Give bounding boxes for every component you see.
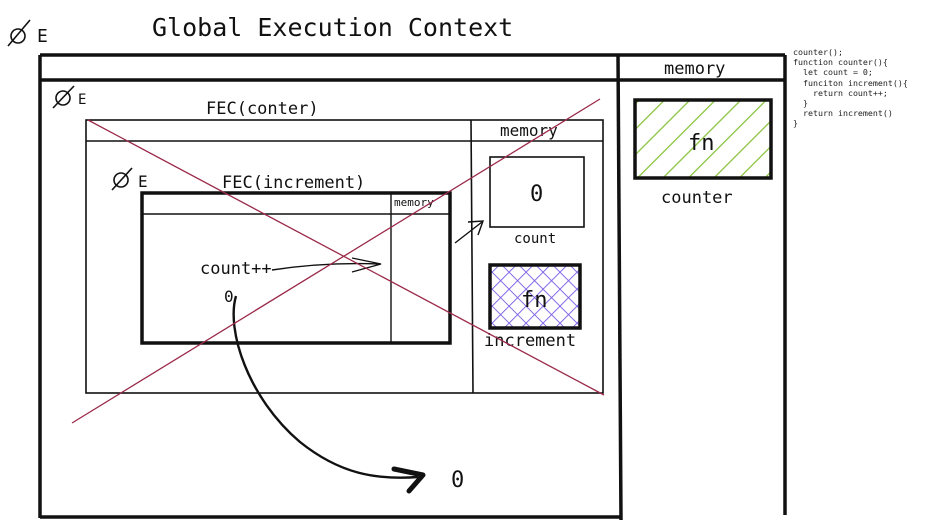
arrow-memory-to-count xyxy=(454,220,485,244)
gec-memory-label: memory xyxy=(664,59,725,79)
strike-line xyxy=(52,85,75,109)
count-increment-statement: count++ xyxy=(200,259,272,279)
fec-counter-marker: E xyxy=(52,85,86,109)
green-hatch-fill xyxy=(635,100,771,178)
arrow-statement-to-memory xyxy=(271,257,382,273)
fec-counter-marker-label: E xyxy=(78,92,86,108)
fec-increment-title: FEC(increment) xyxy=(222,173,365,193)
count-box xyxy=(489,156,585,228)
fec-counter-memory-label: memory xyxy=(500,121,558,140)
fec-increment-memory-label: memory xyxy=(394,196,434,209)
count-value: 0 xyxy=(530,182,543,207)
code-snippet: counter(); function counter(){ let count… xyxy=(793,47,908,129)
fec-counter-frame xyxy=(85,119,604,394)
gec-marker: E xyxy=(7,19,48,47)
crossed-circle-icon xyxy=(55,90,71,106)
increment-fn-label: increment xyxy=(484,331,576,351)
fec-increment-frame xyxy=(140,191,452,345)
gec-memory-counter-fn: fn counter xyxy=(633,98,773,208)
counter-fn-box xyxy=(633,98,773,180)
statement-result: 0 xyxy=(224,287,234,306)
fec-counter-memory-divider xyxy=(470,119,474,394)
fec-counter-title: FEC(conter) xyxy=(206,99,319,119)
cross-line-a xyxy=(87,119,605,396)
arrow-return-value xyxy=(232,295,426,494)
gec-marker-label: E xyxy=(37,26,48,47)
strike-line xyxy=(111,167,133,191)
page-title: Global Execution Context xyxy=(152,13,513,42)
increment-fn-box xyxy=(488,263,582,330)
fec-increment: E FEC(increment) memory count++ 0 xyxy=(111,167,452,345)
increment-fn-value: fn xyxy=(521,288,548,313)
count-label: count xyxy=(514,231,556,247)
crossed-circle-icon xyxy=(10,28,26,44)
crossed-circle-icon xyxy=(113,172,129,188)
counter-fn-label: counter xyxy=(661,188,733,208)
purple-hatch-fill xyxy=(490,265,580,328)
return-value: 0 xyxy=(451,468,464,493)
fec-counter: E FEC(conter) memory 0 count fn incremen… xyxy=(52,85,604,394)
fec-increment-marker-label: E xyxy=(138,172,148,191)
global-execution-context: memory fn counter xyxy=(38,53,787,521)
cross-line-b xyxy=(71,98,601,424)
counter-fn-value: fn xyxy=(688,131,715,156)
strike-line xyxy=(7,19,31,47)
fec-increment-marker: E xyxy=(111,167,148,191)
gec-memory-divider xyxy=(616,54,623,521)
